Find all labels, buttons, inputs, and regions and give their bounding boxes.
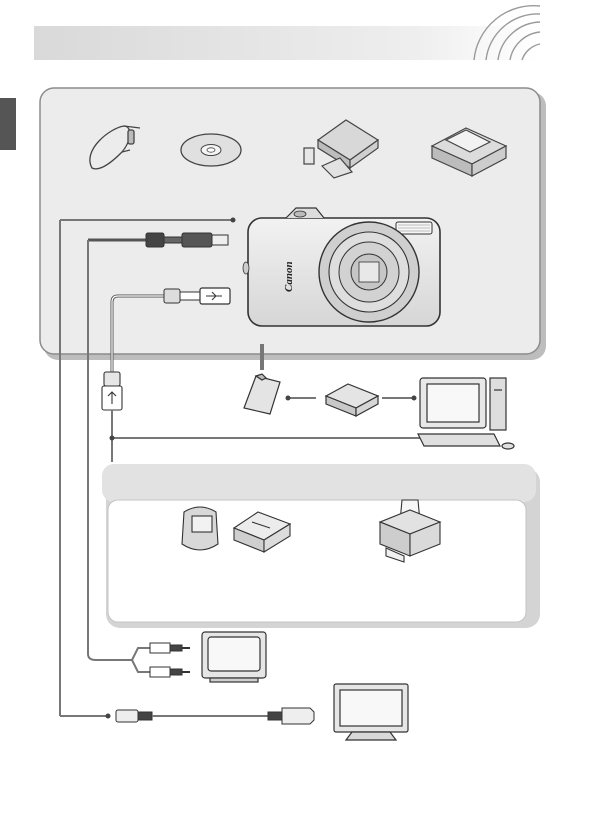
av-plugs-icon bbox=[132, 643, 190, 677]
memory-card-icon bbox=[244, 374, 280, 414]
camera-icon bbox=[243, 208, 440, 326]
cd-rom-icon bbox=[181, 134, 241, 166]
usb-junction-dot bbox=[110, 436, 115, 441]
computer-icon bbox=[418, 378, 514, 449]
reader-dot bbox=[412, 396, 417, 401]
card-dot bbox=[286, 396, 291, 401]
page-tab-marker bbox=[0, 98, 16, 150]
usb-plug-icon bbox=[102, 372, 122, 410]
printer-panel bbox=[108, 500, 526, 622]
header-bar bbox=[34, 26, 539, 60]
card-reader-icon bbox=[326, 384, 378, 416]
printer-panel-header bbox=[102, 464, 536, 502]
hdmi-junction-dot bbox=[106, 714, 111, 719]
photo-printer-dock-icon bbox=[182, 507, 218, 550]
hdmi-cable-icon bbox=[116, 708, 314, 724]
flat-tv-icon bbox=[334, 684, 408, 740]
camera-brand-label: Canon bbox=[283, 261, 295, 292]
crt-tv-icon bbox=[202, 632, 266, 682]
camera-port-dot bbox=[231, 218, 236, 223]
page-header bbox=[34, 6, 540, 60]
